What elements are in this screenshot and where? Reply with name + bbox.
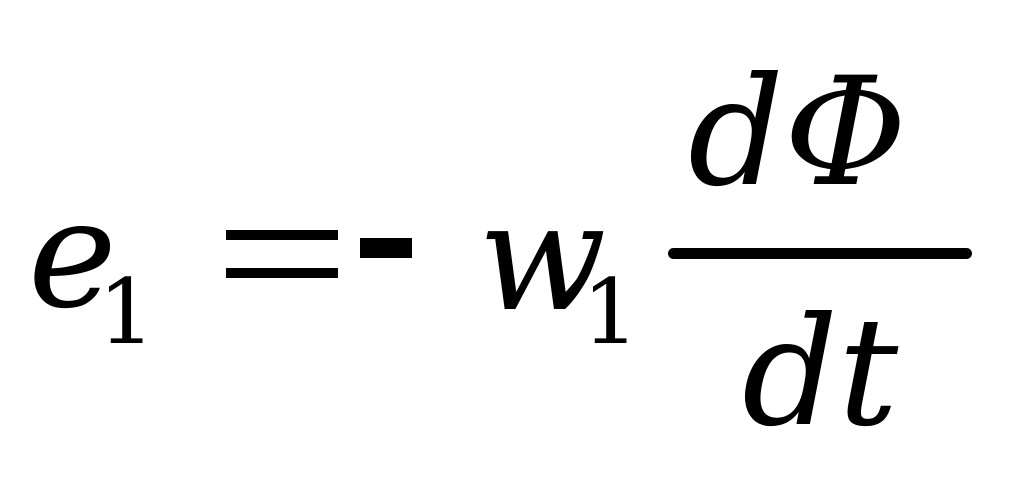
turns-subscript: 1 bbox=[582, 260, 640, 365]
flux-derivative-fraction: dΦ dt bbox=[668, 0, 974, 492]
emf-variable: e bbox=[28, 168, 117, 342]
turns-variable: w bbox=[478, 171, 607, 345]
fraction-numerator: dΦ bbox=[688, 46, 907, 220]
equals-bottom-bar bbox=[226, 268, 338, 278]
minus-sign bbox=[360, 238, 412, 258]
equals-sign bbox=[226, 230, 338, 278]
equals-top-bar bbox=[226, 230, 338, 240]
fraction-bar bbox=[668, 248, 972, 259]
fraction-denominator: dt bbox=[742, 286, 899, 460]
emf-subscript: 1 bbox=[98, 260, 156, 365]
